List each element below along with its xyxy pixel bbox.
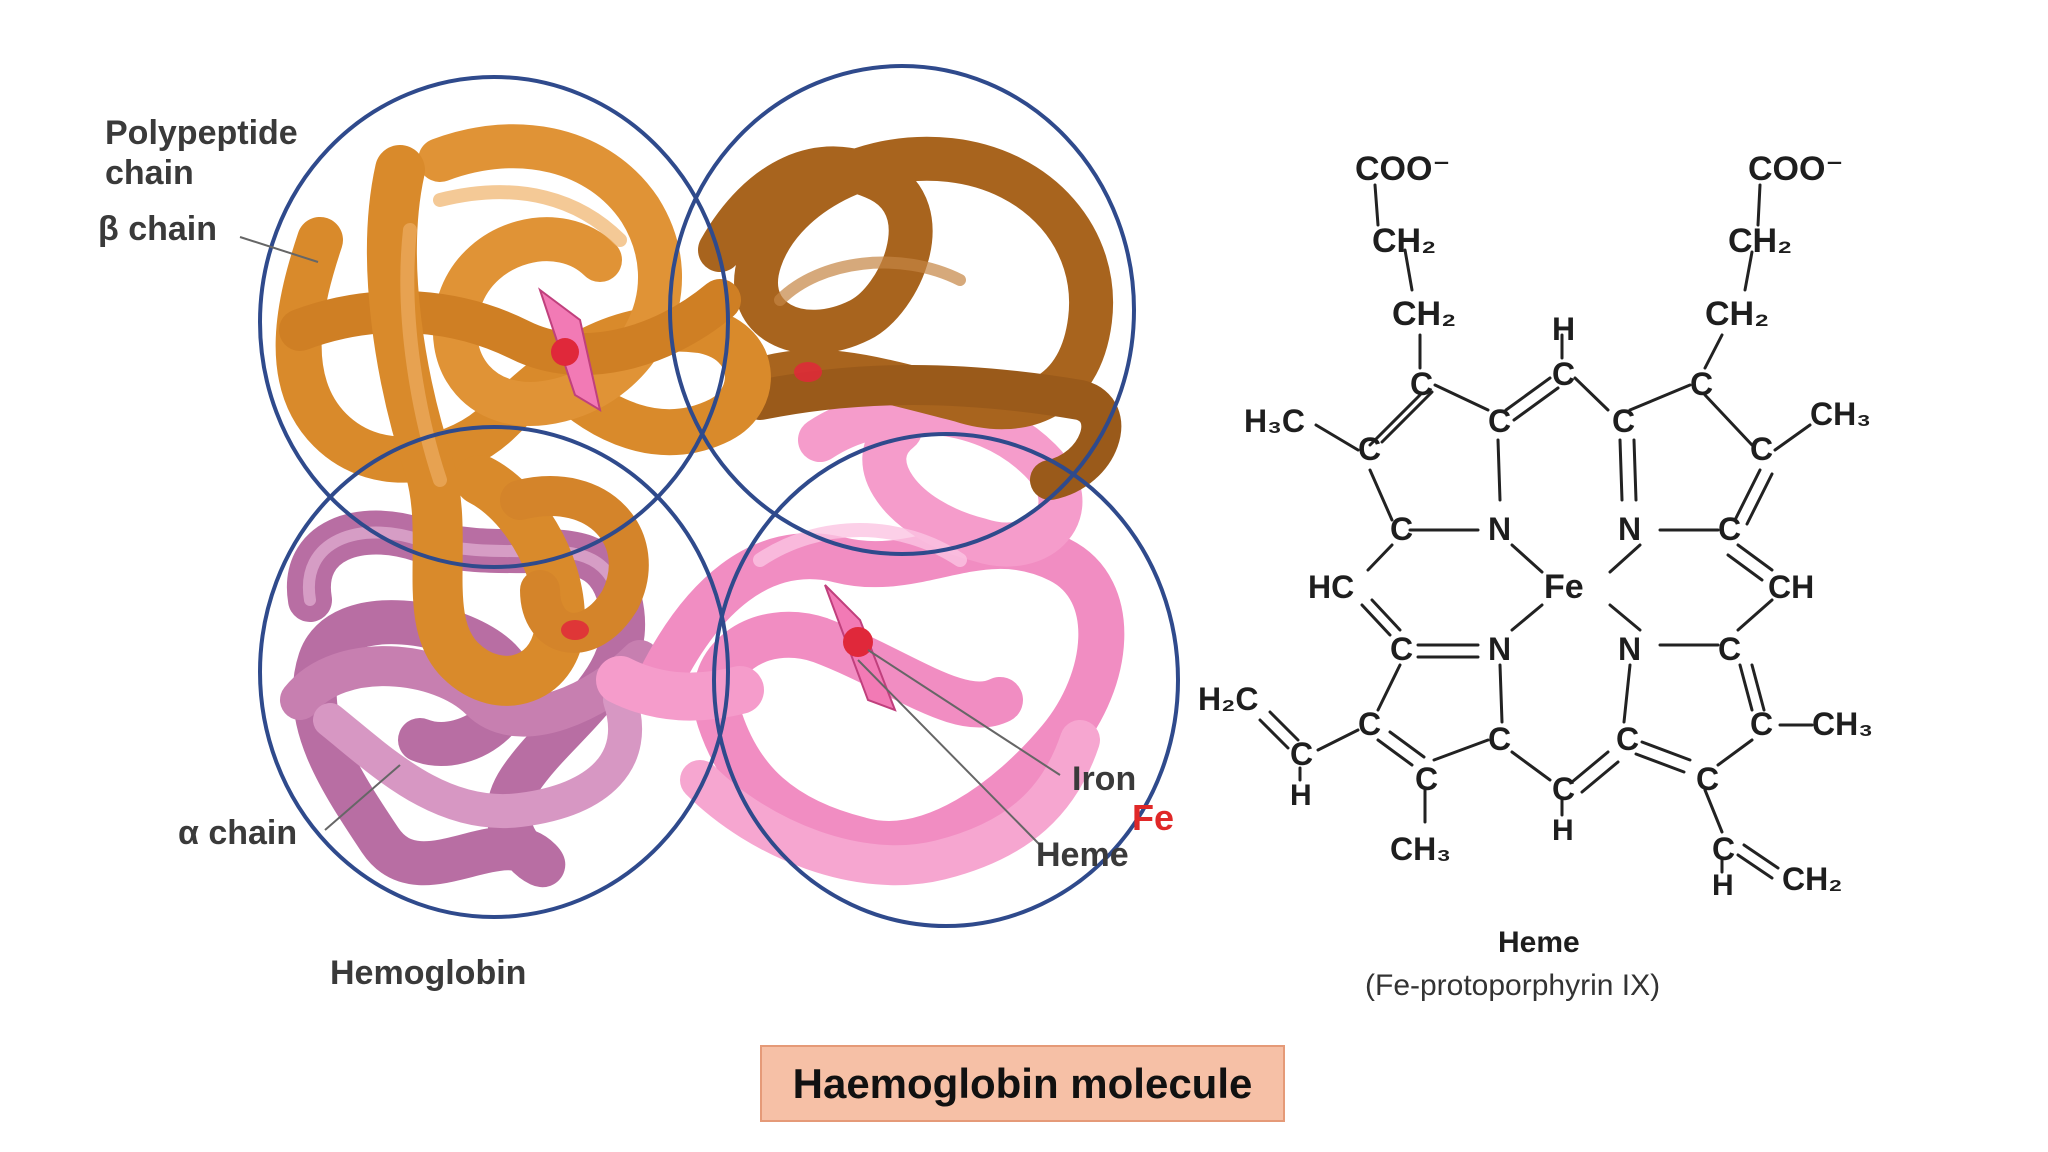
atom-c-7: C	[1750, 431, 1773, 467]
atom-hc: HC	[1308, 569, 1354, 605]
atom-c-12: C	[1358, 706, 1381, 742]
circle-bottom-left	[258, 425, 730, 919]
atom-ch2-left-2: CH₂	[1392, 295, 1456, 333]
heme-atoms: COO⁻ COO⁻ CH₂ CH₂ CH₂ CH₂ H C C C H₃C C …	[1198, 150, 1873, 902]
atom-c-8: C	[1390, 511, 1413, 547]
label-heme: Heme	[1036, 836, 1129, 874]
atom-c-1: C	[1410, 366, 1433, 402]
atom-c-9: C	[1718, 511, 1741, 547]
atom-c-19: C	[1696, 761, 1719, 797]
atom-ch3-right-mid: CH₃	[1812, 706, 1873, 742]
heme-group-right-small	[794, 362, 822, 382]
atom-fe: Fe	[1544, 568, 1584, 606]
hemoglobin-illustration: Polypeptide chain β chain α chain Iron F…	[98, 64, 1180, 992]
atom-c-3: C	[1690, 366, 1713, 402]
heme-group-top	[538, 287, 602, 413]
atom-c-14: C	[1616, 721, 1639, 757]
subunit-circles	[258, 64, 1180, 928]
atom-h-vinyl-left: H	[1290, 779, 1312, 812]
heme-subtitle: (Fe-protoporphyrin IX)	[1365, 969, 1660, 1002]
atom-h-vinyl-right: H	[1712, 869, 1734, 902]
heme-structure: COO⁻ COO⁻ CH₂ CH₂ CH₂ CH₂ H C C C H₃C C …	[1198, 150, 1873, 1002]
heme-group-left-small	[561, 620, 589, 640]
alpha-chain-left	[280, 510, 660, 888]
atom-h2c: H₂C	[1198, 681, 1258, 717]
atom-c-2: C	[1552, 356, 1575, 392]
atom-ch3-right-top: CH₃	[1810, 396, 1871, 432]
atom-c-6: C	[1612, 403, 1635, 439]
circle-top-left	[258, 75, 730, 569]
atom-n-4: N	[1618, 631, 1641, 667]
atom-c-11: C	[1718, 631, 1741, 667]
circle-top-right	[668, 64, 1136, 556]
label-chain: chain	[105, 154, 194, 192]
label-iron: Iron	[1072, 760, 1136, 798]
atom-ch2-vinyl-right: CH₂	[1782, 861, 1842, 897]
label-fe: Fe	[1132, 797, 1174, 838]
atom-c-13: C	[1488, 721, 1511, 757]
atom-h-bottom: H	[1552, 814, 1574, 847]
atom-coo-right: COO⁻	[1748, 150, 1843, 188]
atom-coo-left: COO⁻	[1355, 150, 1450, 188]
atom-c-18: C	[1552, 771, 1575, 807]
beta-chain-left	[275, 124, 771, 706]
atom-ch: CH	[1768, 569, 1814, 605]
atom-ch2-right-2: CH₂	[1705, 295, 1769, 333]
label-alpha-chain: α chain	[178, 814, 297, 852]
atom-c-17: C	[1415, 761, 1438, 797]
heme-bonds	[1258, 183, 1814, 880]
atom-ch3-bottom: CH₃	[1390, 831, 1451, 867]
atom-ch2-right-1: CH₂	[1728, 222, 1792, 260]
atom-c-15: C	[1750, 706, 1773, 742]
atom-c-20: C	[1712, 831, 1735, 867]
heme-title: Heme	[1498, 926, 1580, 959]
leader-lines	[239, 236, 1061, 846]
atom-c-4: C	[1358, 431, 1381, 467]
label-polypeptide: Polypeptide	[105, 114, 298, 152]
caption-text: Haemoglobin molecule	[792, 1059, 1253, 1107]
atom-c-16: C	[1290, 736, 1313, 772]
atom-c-5: C	[1488, 403, 1511, 439]
atom-n-2: N	[1618, 511, 1641, 547]
label-hemoglobin: Hemoglobin	[330, 954, 526, 992]
label-beta-chain: β chain	[98, 210, 217, 248]
caption: Haemoglobin molecule	[760, 1045, 1285, 1122]
atom-n-1: N	[1488, 511, 1511, 547]
atom-c-10: C	[1390, 631, 1413, 667]
atom-ch2-left-1: CH₂	[1372, 222, 1436, 260]
atom-h3c: H₃C	[1244, 403, 1305, 439]
atom-n-3: N	[1488, 631, 1511, 667]
atom-h-top: H	[1552, 311, 1575, 347]
circle-bottom-right	[712, 432, 1180, 928]
